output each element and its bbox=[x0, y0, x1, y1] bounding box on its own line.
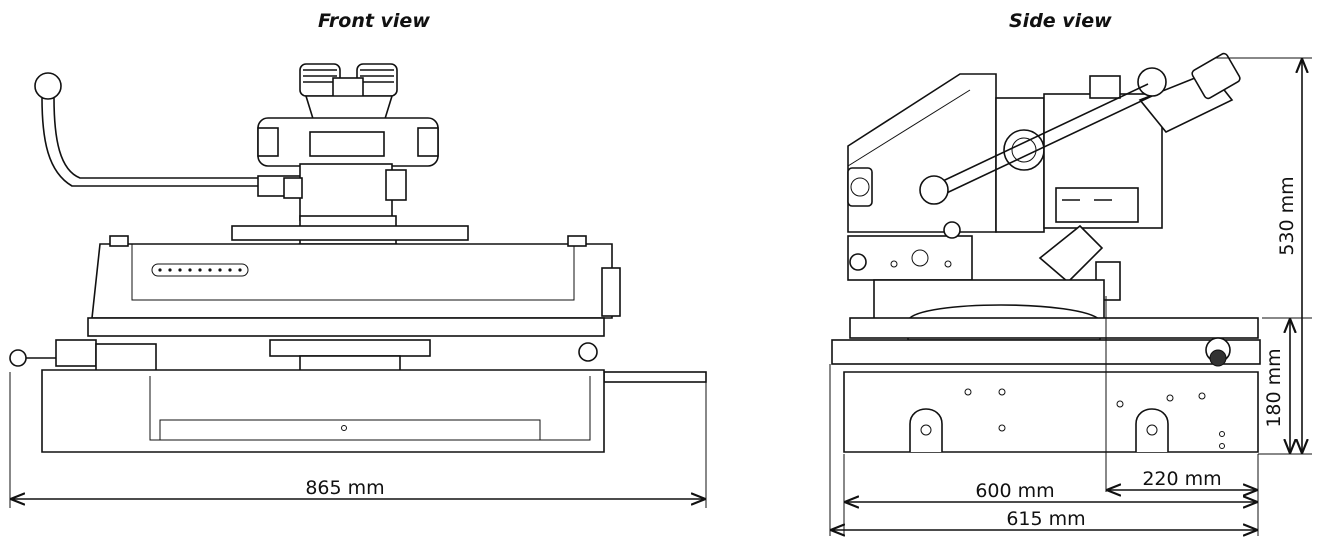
side-base bbox=[843, 371, 1259, 453]
side-offset-label: 220 mm bbox=[1142, 468, 1221, 490]
lever-knob bbox=[34, 72, 62, 100]
front-width-label: 865 mm bbox=[305, 477, 384, 499]
side-total-depth-label: 615 mm bbox=[1006, 508, 1085, 530]
front-stage-plate bbox=[91, 243, 613, 319]
side-view-title: Side view bbox=[1009, 10, 1112, 32]
front-width-dimension bbox=[9, 372, 707, 508]
side-depth-label: 600 mm bbox=[975, 480, 1054, 502]
front-base bbox=[41, 369, 605, 453]
side-view-drawing bbox=[831, 52, 1261, 492]
side-height-label: 530 mm bbox=[1276, 176, 1298, 255]
front-view-drawing bbox=[9, 63, 707, 453]
side-lever-knob bbox=[1137, 67, 1167, 97]
side-dimensions bbox=[829, 57, 1312, 536]
front-view-title: Front view bbox=[318, 10, 430, 32]
side-base-height-label: 180 mm bbox=[1263, 348, 1285, 427]
